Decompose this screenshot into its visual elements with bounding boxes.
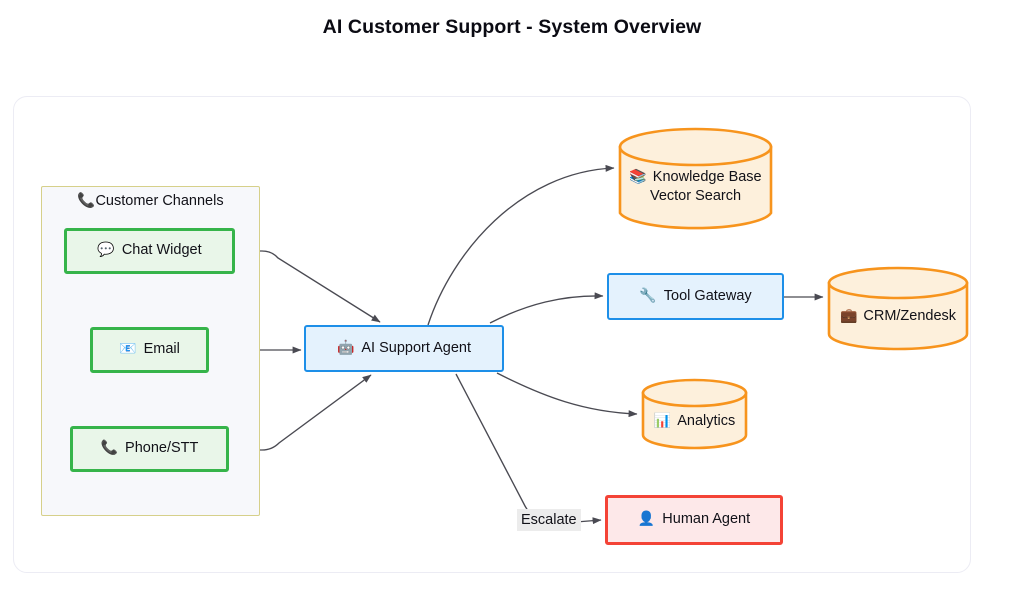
wrench-icon: 🔧 — [639, 286, 657, 303]
node-tool-gateway-label: Tool Gateway — [663, 287, 752, 304]
node-crm-zendesk-text: CRM/Zendesk — [863, 308, 957, 324]
node-knowledge-base-label: 📚 Knowledge Base Vector Search — [618, 167, 773, 207]
page-title: AI Customer Support - System Overview — [322, 16, 702, 38]
node-phone-stt[interactable]: 📞 Phone/STT — [70, 426, 229, 472]
node-phone-stt-label: Phone/STT — [125, 440, 199, 457]
node-analytics-label: 📊 Analytics — [641, 411, 748, 431]
node-analytics[interactable]: 📊 Analytics — [641, 378, 748, 450]
telephone-icon: 📞 — [77, 193, 96, 209]
node-tool-gateway[interactable]: 🔧 Tool Gateway — [607, 273, 784, 320]
node-chat-widget[interactable]: 💬 Chat Widget — [64, 228, 235, 274]
node-ai-support-agent[interactable]: 🤖 AI Support Agent — [304, 325, 504, 372]
bust-in-silhouette-icon: 👤 — [637, 510, 656, 527]
node-ai-support-agent-label: AI Support Agent — [361, 339, 472, 356]
node-human-agent-label: Human Agent — [662, 511, 751, 528]
cylinder-shape — [827, 266, 969, 351]
telephone-icon: 📞 — [100, 439, 119, 456]
cylinder-shape — [618, 127, 773, 230]
node-knowledge-base[interactable]: 📚 Knowledge Base Vector Search — [618, 127, 773, 233]
node-knowledge-base-line1: Knowledge Base — [652, 169, 762, 185]
node-knowledge-base-line2: Vector Search — [649, 188, 742, 205]
node-analytics-text: Analytics — [677, 413, 736, 429]
cluster-customer-channels-label: 📞Customer Channels — [41, 192, 260, 209]
email-icon: 📧 — [119, 340, 137, 357]
briefcase-icon: 💼 — [839, 307, 858, 323]
cylinder-shape — [641, 378, 748, 450]
robot-icon: 🤖 — [336, 338, 355, 355]
node-crm-zendesk[interactable]: 💼 CRM/Zendesk — [827, 266, 969, 351]
speech-balloon-icon: 💬 — [97, 241, 115, 258]
edge-label-escalate: Escalate — [517, 509, 581, 532]
bar-chart-icon: 📊 — [653, 412, 672, 428]
cluster-label-text: Customer Channels — [95, 193, 224, 209]
node-crm-zendesk-label: 💼 CRM/Zendesk — [827, 306, 969, 326]
node-email-label: Email — [143, 341, 180, 358]
books-icon: 📚 — [629, 168, 647, 184]
node-human-agent[interactable]: 👤 Human Agent — [605, 495, 783, 545]
node-email[interactable]: 📧 Email — [90, 327, 209, 373]
node-chat-widget-label: Chat Widget — [121, 242, 202, 259]
